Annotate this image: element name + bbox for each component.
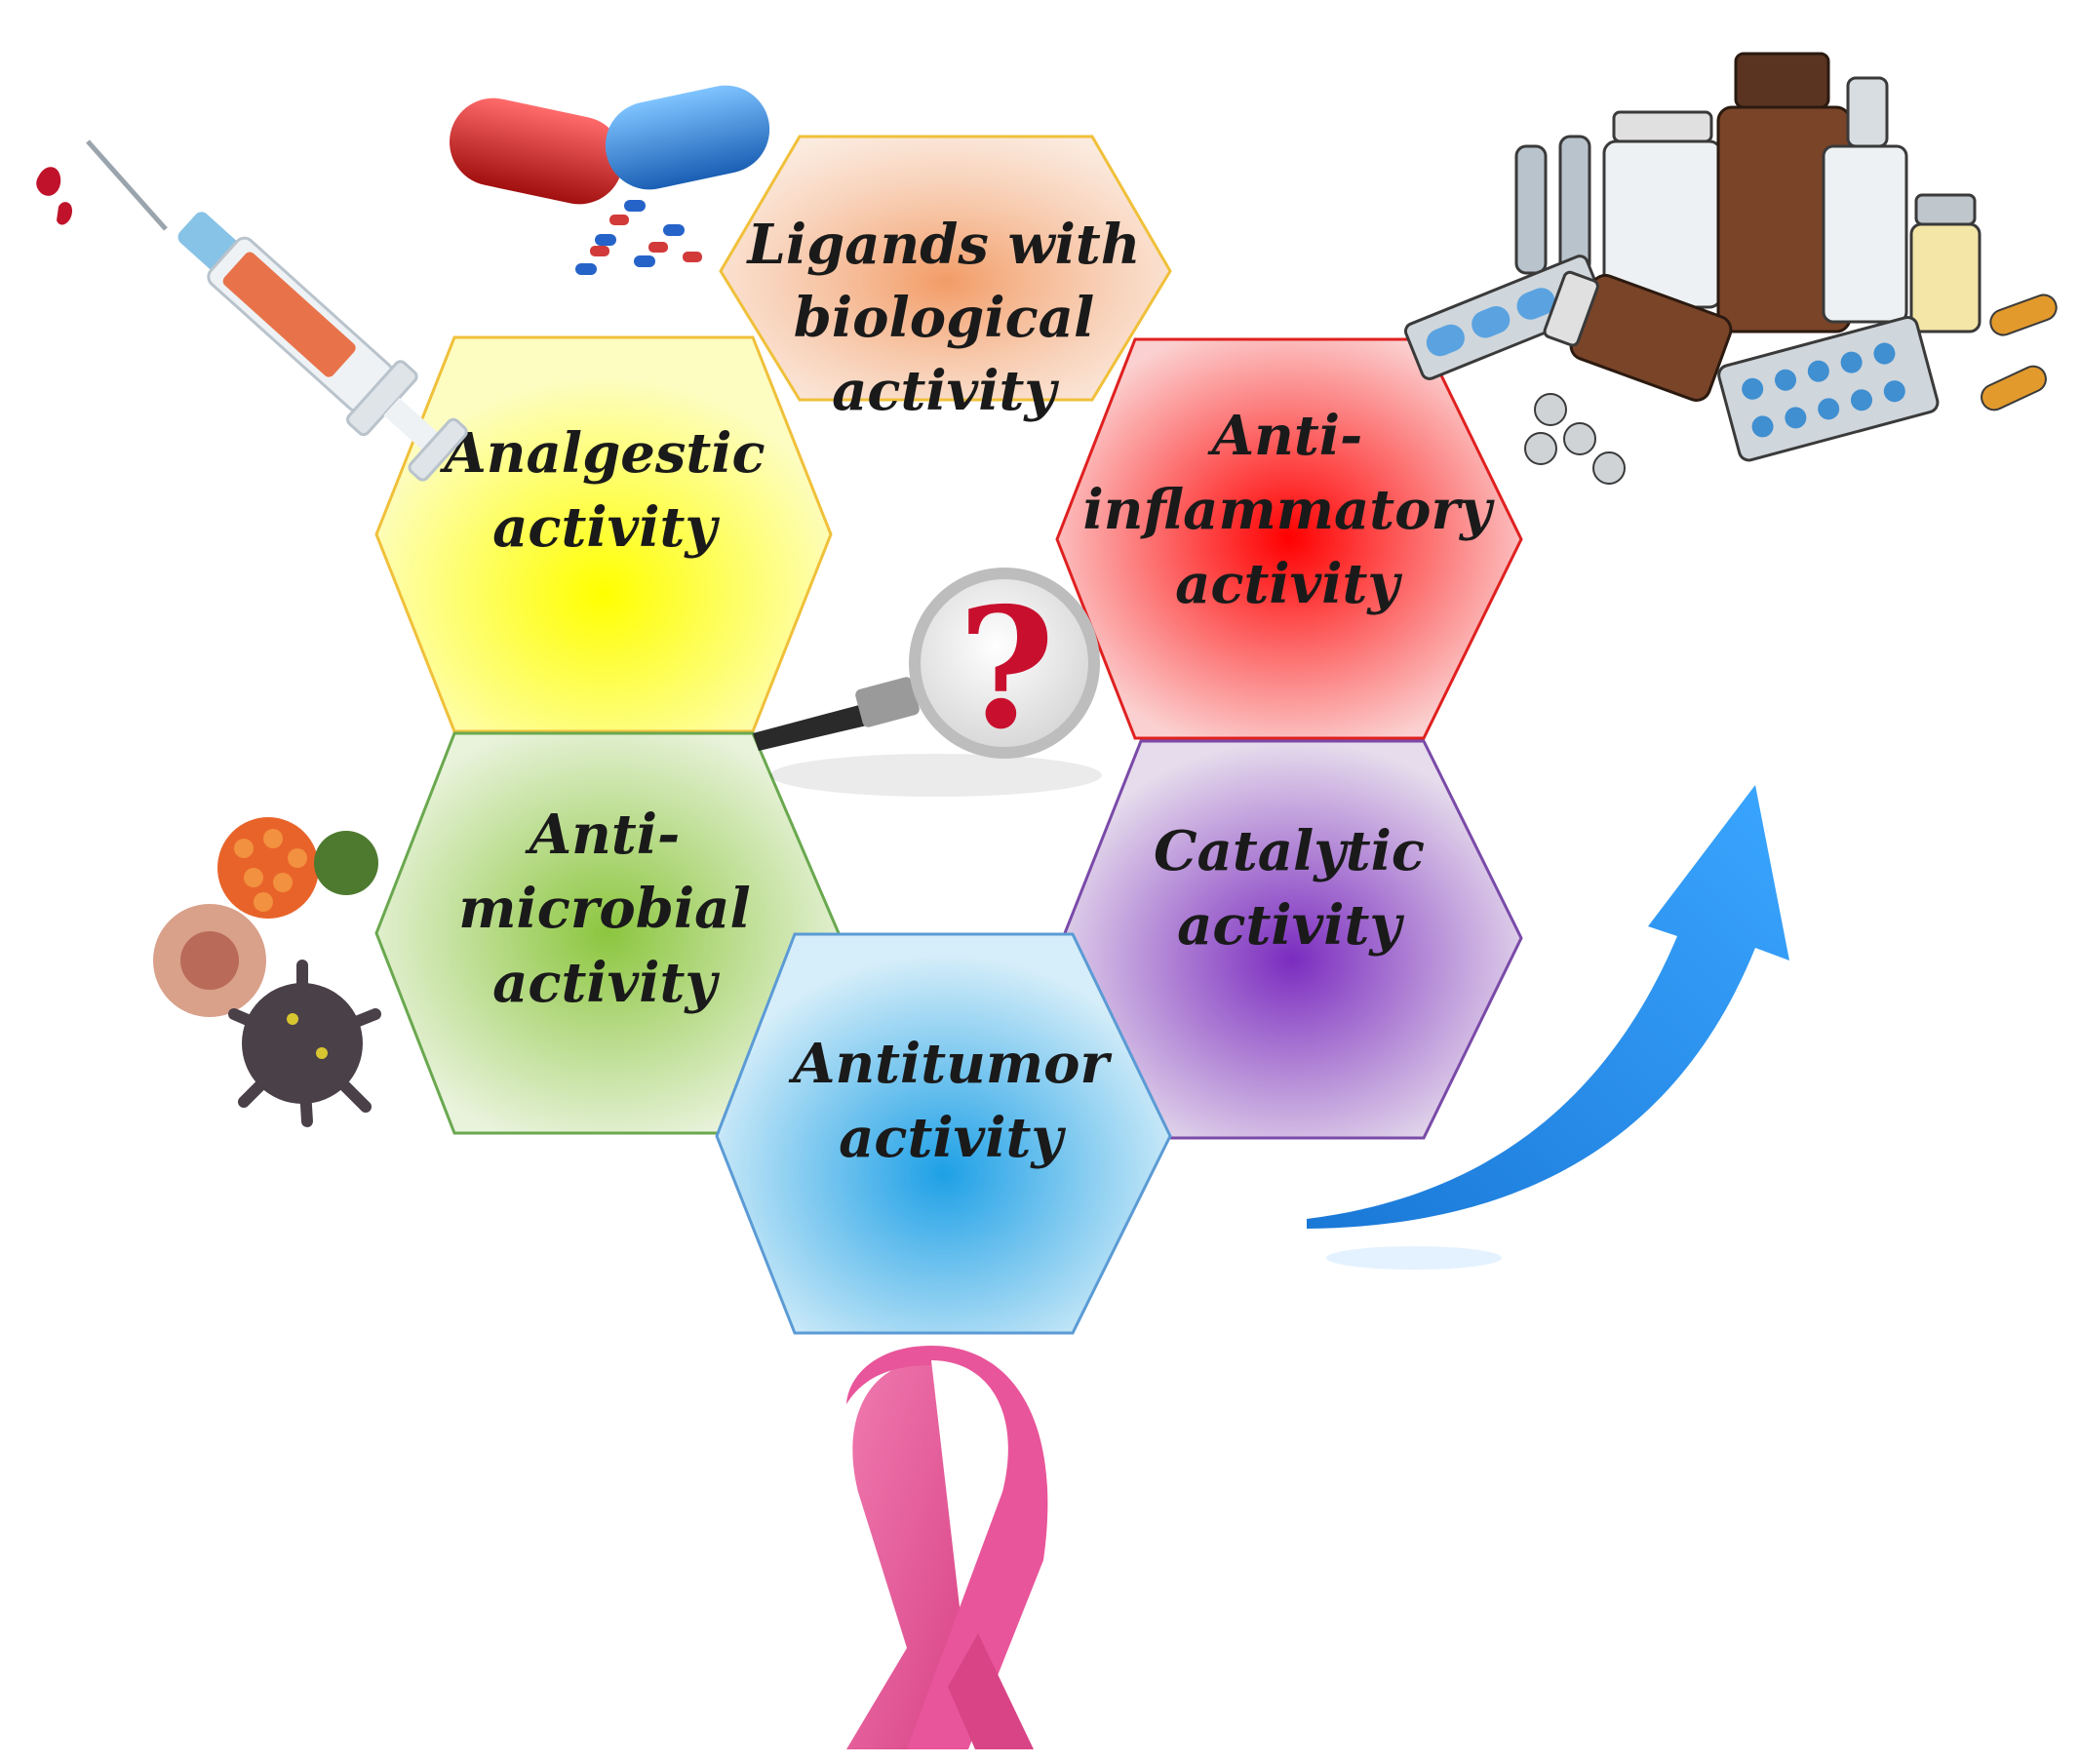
hex-label-line: Anti-	[1207, 404, 1363, 468]
hex-label-line: Antitumor	[788, 1032, 1112, 1096]
syringe-icon	[36, 139, 468, 482]
hex-label-line: Anti-	[525, 803, 681, 867]
hex-label-line: activity	[839, 1106, 1066, 1170]
hexagon-ligands: Ligands with biological activity	[719, 135, 1172, 423]
hex-label-line: biological	[794, 286, 1095, 350]
hexagon-anti-inflammatory: Anti- inflammatory activity	[1055, 337, 1523, 740]
hex-label-line: activity	[492, 495, 720, 560]
hex-label-line: activity	[492, 951, 720, 1015]
hexagon-anti-microbial: Anti- microbial activity	[374, 731, 841, 1135]
hex-label-line: Analgestic	[439, 421, 765, 486]
hexagon-catalytic: Catalytic activity	[1061, 739, 1523, 1140]
medicines-icon	[1403, 52, 2058, 485]
virus-icon	[153, 817, 381, 1127]
svg-text:?: ?	[958, 571, 1055, 766]
up-arrow-icon	[1307, 785, 1789, 1270]
hexagon-antitumor: Antitumor activity	[715, 932, 1172, 1335]
hexagon-analgestic: Analgestic activity	[374, 335, 833, 733]
hex-label-line: microbial	[458, 877, 750, 941]
hex-label-line: Catalytic	[1154, 819, 1425, 883]
hex-label-line: inflammatory	[1082, 478, 1495, 542]
awareness-ribbon-icon	[846, 1346, 1048, 1749]
capsule-icon	[449, 85, 770, 275]
hex-label-line: activity	[1175, 552, 1402, 616]
hex-label-line: activity	[1177, 893, 1404, 958]
magnifier-question-icon: ?	[753, 568, 1102, 797]
hex-label-line: Ligands with	[745, 213, 1140, 277]
hex-label-line: activity	[832, 359, 1059, 423]
